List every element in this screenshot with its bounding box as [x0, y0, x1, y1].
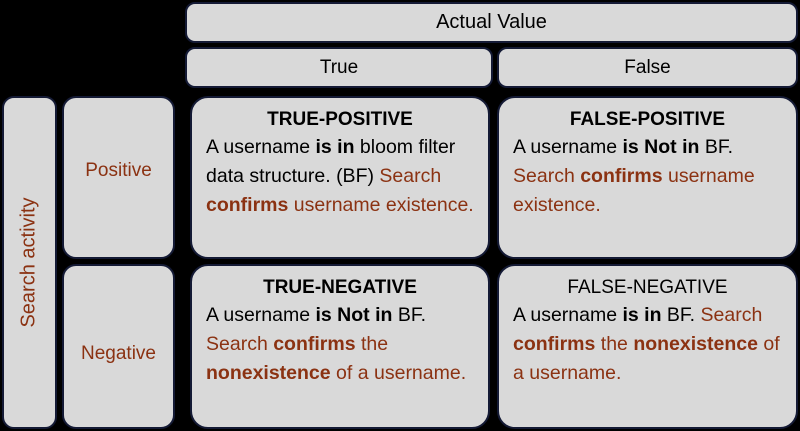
tp-line2-b: confirms	[206, 194, 289, 216]
tn-line2-b: confirms	[273, 333, 356, 355]
tn-line1-a: A username	[206, 304, 316, 326]
quadrant-false-positive-body: A username is Not in BF. Search confirms…	[513, 133, 782, 220]
row-header-title: Search activity	[18, 197, 40, 328]
column-header-false: False	[497, 47, 798, 88]
fp-line2-b: confirms	[580, 165, 663, 187]
tp-line1-b: is in	[315, 136, 355, 158]
quadrant-true-positive-body: A username is in bloom filter data struc…	[206, 133, 474, 220]
fn-line2-b: confirms	[513, 333, 596, 355]
quadrant-true-negative-body: A username is Not in BF. Search confirms…	[206, 301, 474, 388]
quadrant-false-positive: FALSE-POSITIVE A username is Not in BF. …	[497, 96, 798, 259]
tn-line1-b: is Not in	[315, 304, 393, 326]
row-label-negative: Negative	[62, 264, 175, 429]
quadrant-true-positive: TRUE-POSITIVE A username is in bloom fil…	[190, 96, 490, 259]
column-header-true: True	[185, 47, 493, 88]
quadrant-false-negative: FALSE-NEGATIVE A username is in BF. Sear…	[497, 264, 798, 429]
quadrant-false-positive-title: FALSE-POSITIVE	[569, 109, 726, 130]
tn-line2-d: nonexistence	[206, 362, 331, 384]
fn-line2-a: Search	[700, 304, 763, 326]
quadrant-false-negative-body: A username is in BF. Search confirms the…	[513, 301, 782, 388]
tp-line2-a: Search	[379, 165, 442, 187]
row-label-positive-text: Positive	[85, 159, 152, 181]
row-label-positive: Positive	[62, 96, 175, 259]
fp-line1-b: is Not in	[622, 136, 700, 158]
fn-line2-c: the	[595, 333, 634, 355]
column-header-true-label: True	[319, 56, 359, 78]
fp-line1-c: BF.	[699, 136, 733, 158]
fn-line1-c: BF.	[661, 304, 696, 326]
tn-line2-c: the	[355, 333, 389, 355]
row-label-negative-text: Negative	[81, 342, 156, 364]
quadrant-true-negative-title: TRUE-NEGATIVE	[263, 277, 417, 298]
fn-line2-e: of a username.	[513, 333, 780, 384]
fp-line2-a: Search	[513, 165, 581, 187]
fn-line1-a: A username	[513, 304, 623, 326]
tp-line1-a: A username	[206, 136, 316, 158]
quadrant-true-negative: TRUE-NEGATIVE A username is Not in BF. S…	[190, 264, 490, 429]
tn-line1-c: BF.	[392, 304, 426, 326]
column-header-title: Actual Value	[436, 11, 547, 33]
fn-line2-d: nonexistence	[633, 333, 758, 355]
tn-line2-a: Search	[206, 333, 274, 355]
row-header-search-activity: Search activity	[2, 96, 57, 429]
fn-line1-b: is in	[622, 304, 662, 326]
quadrant-false-negative-title: FALSE-NEGATIVE	[567, 277, 728, 298]
quadrant-true-positive-title: TRUE-POSITIVE	[267, 109, 413, 130]
fp-line1-a: A username	[513, 136, 623, 158]
tp-line2-c: username existence.	[288, 194, 474, 216]
column-header-actual-value: Actual Value	[185, 2, 798, 43]
fp-line2-c: username existence.	[513, 165, 755, 216]
tp-line1-c: bloom filter data structure. (BF)	[206, 136, 456, 187]
tn-line2-e: of a username.	[330, 362, 467, 384]
column-header-false-label: False	[624, 56, 671, 78]
